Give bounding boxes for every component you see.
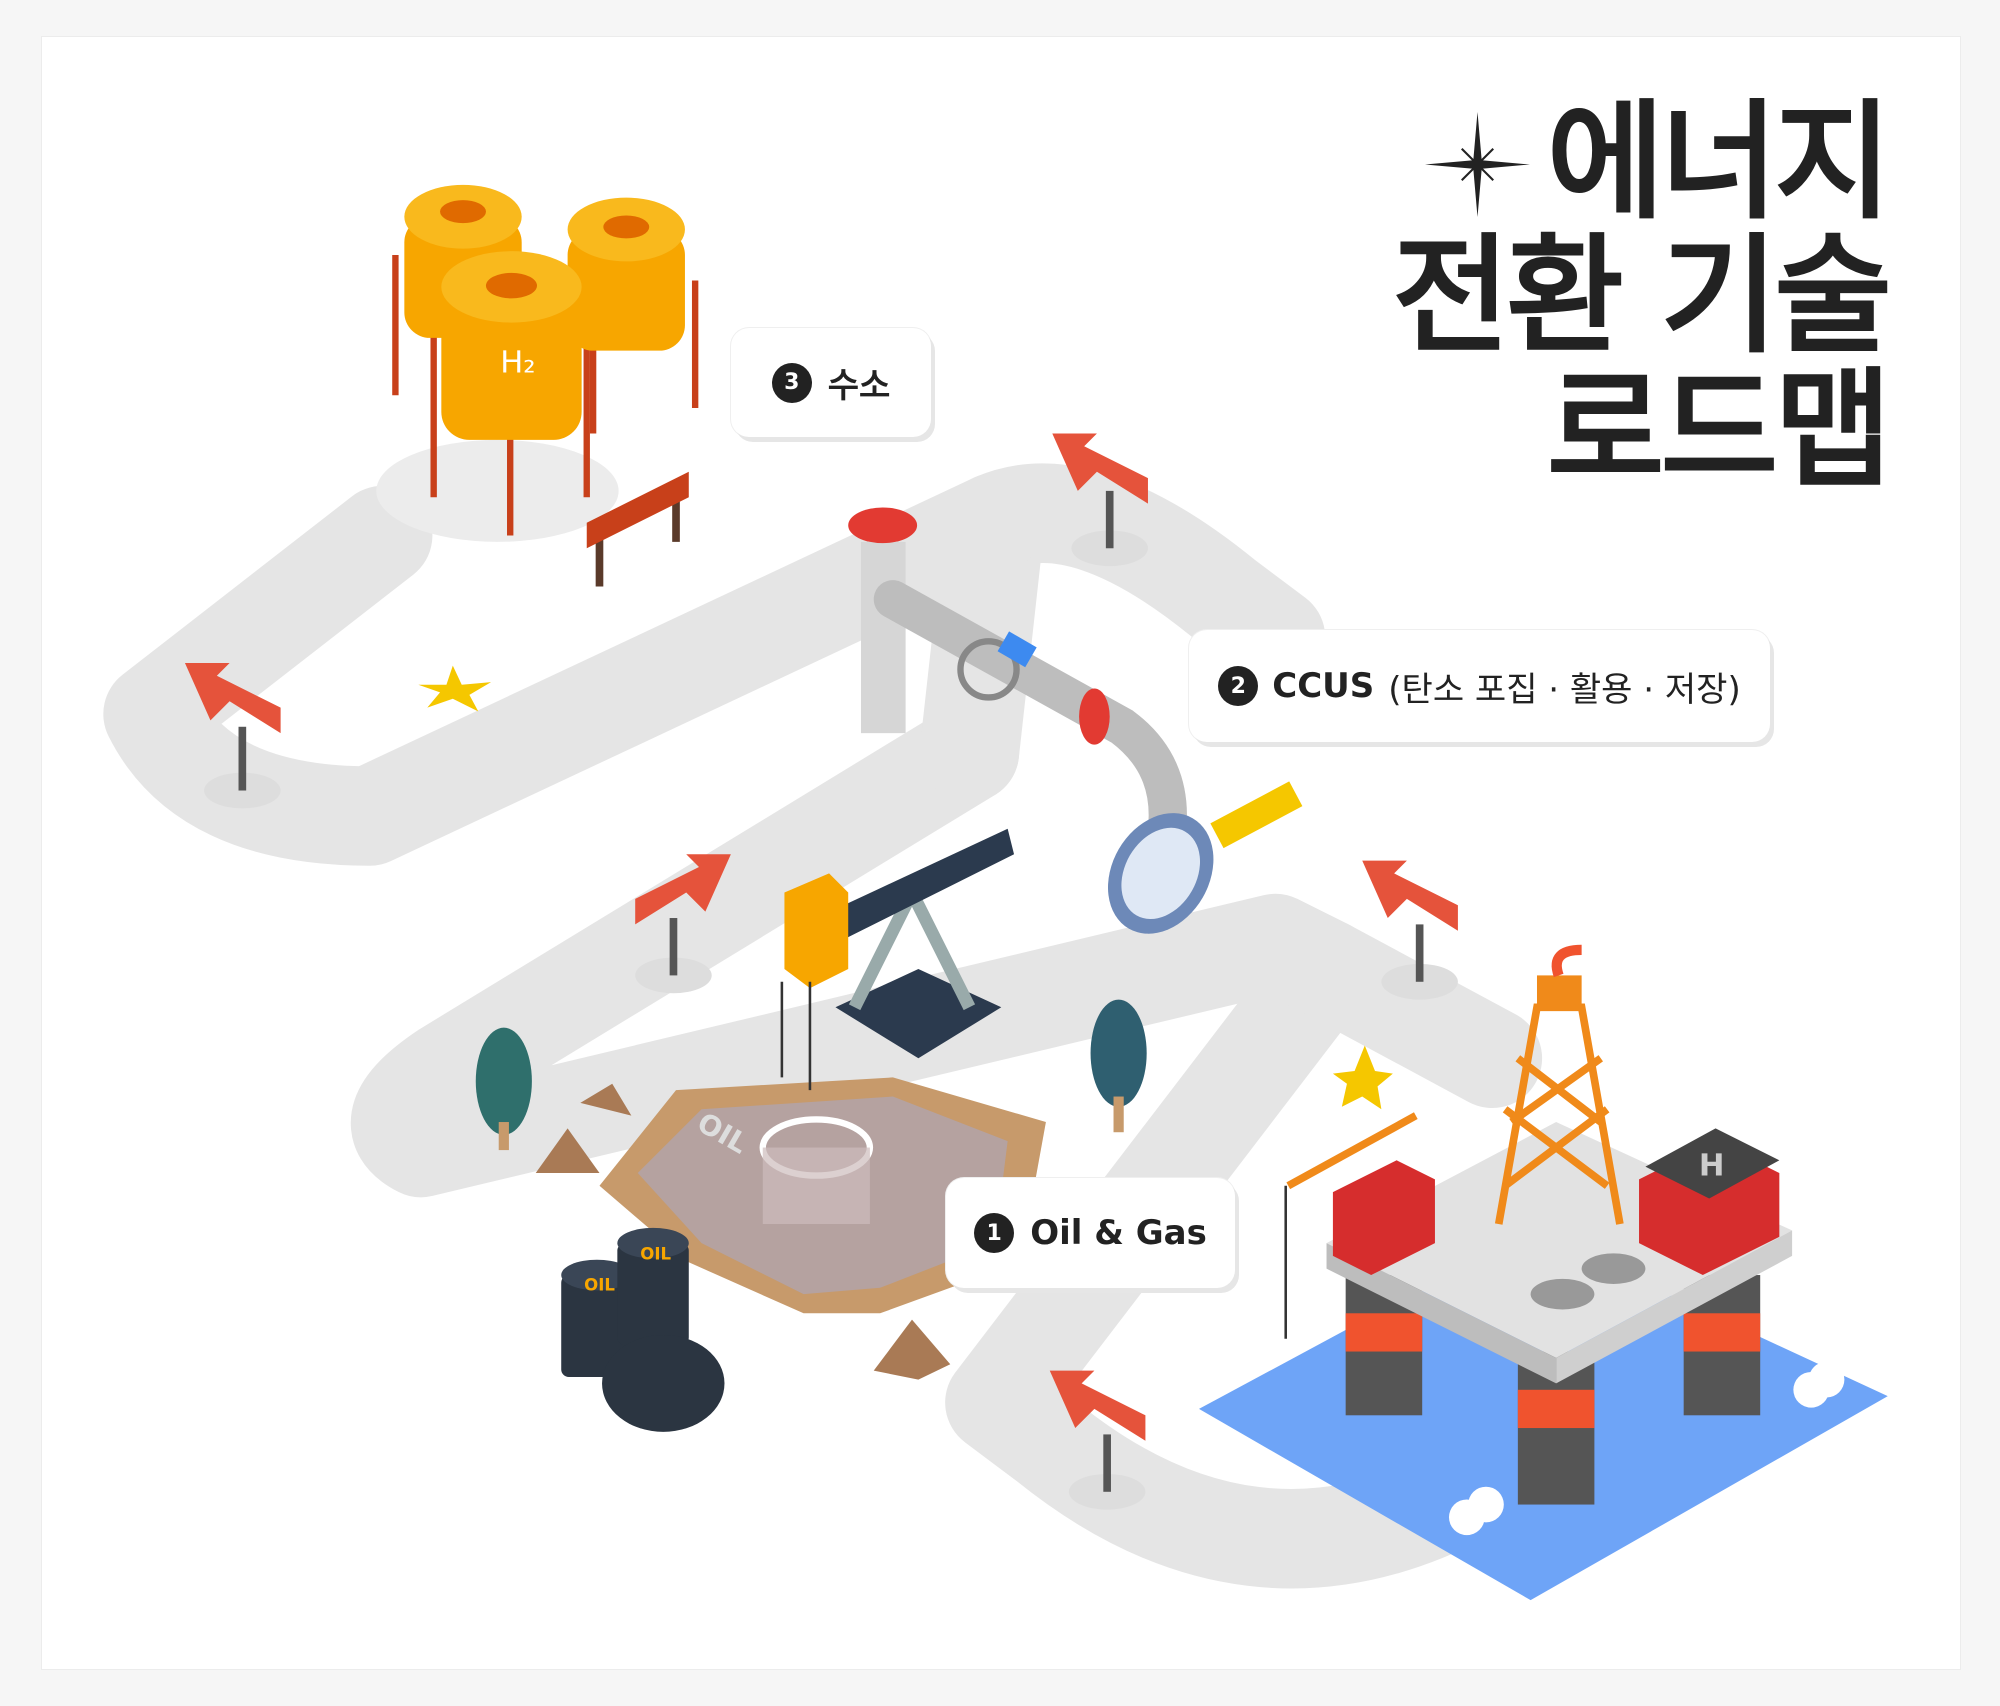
step-title: 수소 (827, 366, 891, 406)
step-number-badge: 1 (974, 1213, 1015, 1253)
tank-label: H₂ (500, 345, 535, 380)
page-title: 에너지 전환 기술 로드맵 (1392, 88, 1892, 505)
step-label-oil-gas: 1 Oil & Gas (946, 1178, 1235, 1288)
pump-jack (780, 828, 1015, 1091)
barrel-label: OIL (640, 1245, 671, 1264)
helipad-label: H (1699, 1149, 1725, 1184)
oil-pit: OIL (599, 1077, 1046, 1314)
step-detail: (탄소 포집 · 활용 · 저장) (1388, 669, 1741, 710)
hydrogen-tanks: H₂ (376, 184, 699, 542)
step-title: CCUS (1272, 666, 1375, 706)
ccus-pipe (848, 507, 1303, 934)
clouds (1448, 1361, 1845, 1536)
trees (475, 999, 1147, 1151)
oil-barrels: OIL OIL (561, 1227, 725, 1432)
sparkle-icon (1425, 112, 1530, 217)
step-label-hydrogen: 3 수소 (731, 328, 931, 437)
arrow-signposts (184, 433, 1458, 1510)
step-title: Oil & Gas (1030, 1213, 1207, 1253)
barrel-label: OIL (584, 1275, 615, 1294)
road-barrier (586, 471, 689, 587)
rocks (535, 1083, 951, 1380)
stars (418, 665, 1393, 1110)
step-label-ccus: 2 CCUS (탄소 포집 · 활용 · 저장) (1189, 630, 1770, 742)
oil-rig: H (1284, 944, 1793, 1505)
step-number-badge: 3 (771, 362, 812, 403)
title-line: 전환 기술 (1392, 222, 1892, 371)
step-number-badge: 2 (1218, 666, 1259, 706)
title-line: 로드맵 (1546, 356, 1892, 505)
title-line: 에너지 (1546, 88, 1892, 237)
